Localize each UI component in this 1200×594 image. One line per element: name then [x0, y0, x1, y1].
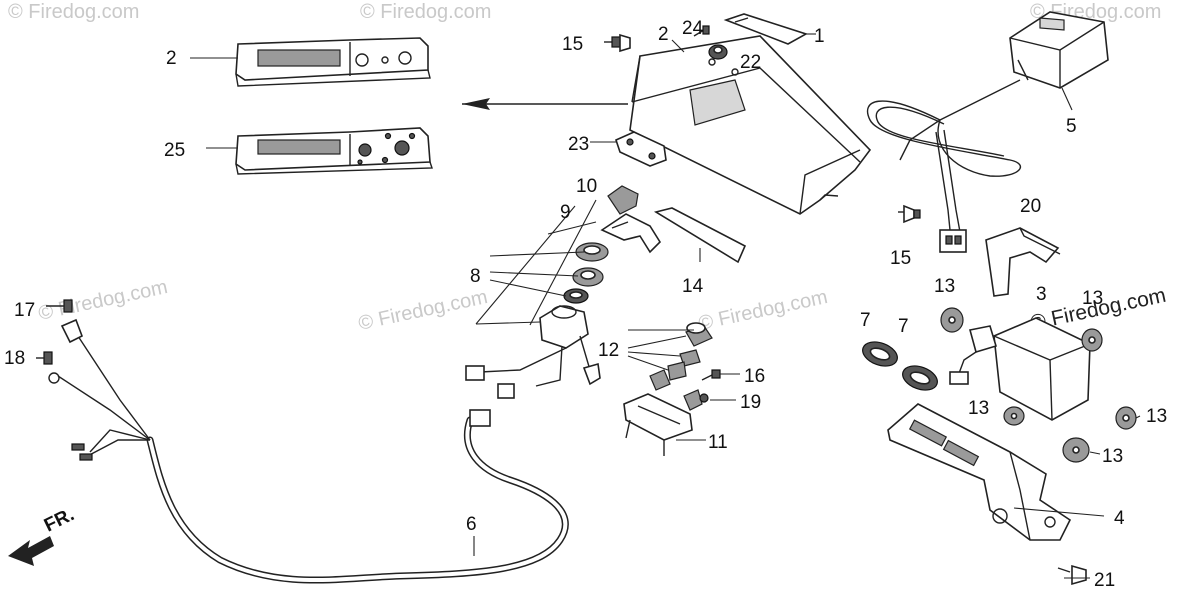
strip-part-14 [653, 207, 747, 264]
callout-part-6: 6 [466, 514, 477, 535]
damper-part-13-b [1081, 328, 1103, 352]
callout-part-13-a: 13 [934, 276, 955, 297]
callout-part-15-top: 15 [562, 34, 583, 55]
grommet-part-7-b [902, 365, 938, 391]
grommet-part-22 [708, 44, 728, 60]
leader-group-12 [627, 329, 694, 371]
cushion-part-12-a [685, 322, 713, 347]
callout-part-4: 4 [1114, 508, 1125, 529]
callout-part-24: 24 [682, 18, 704, 39]
callout-part-14: 14 [682, 276, 704, 297]
callout-part-19: 19 [740, 392, 761, 413]
callout-part-20: 20 [1020, 196, 1041, 217]
ignition-switch-body [465, 305, 601, 399]
callout-leaders [190, 39, 1141, 579]
callout-part-17: 17 [14, 300, 35, 321]
direction-arrow-icon [462, 98, 628, 110]
callout-part-13-d: 13 [1146, 406, 1167, 427]
callout-part-7-b: 7 [898, 316, 909, 337]
callout-part-2-housing: 2 [658, 24, 669, 45]
callout-part-18: 18 [4, 348, 25, 369]
unit-part-3 [949, 317, 1091, 421]
tray-bracket-part-4 [887, 403, 1072, 541]
washer-part-19 [699, 393, 709, 403]
damper-part-13-e [1062, 437, 1090, 463]
bracket-part-23 [615, 131, 667, 167]
switch-bracket-part-11 [623, 369, 703, 456]
ring-part-8-b [572, 267, 604, 287]
bolt-part-15-top [604, 33, 631, 53]
coiled-cable [866, 100, 1022, 253]
callout-part-23: 23 [568, 134, 589, 155]
meter-housing [629, 35, 872, 215]
callout-part-2-cover: 2 [166, 48, 177, 69]
front-label: FR. [41, 504, 78, 536]
callout-part-10: 10 [576, 176, 597, 197]
callout-part-12: 12 [598, 340, 619, 361]
screw-part-18 [36, 351, 53, 365]
callout-part-13-b: 13 [1082, 288, 1103, 309]
meter-gasket-part-25 [235, 127, 433, 175]
callout-part-13-c: 13 [968, 398, 989, 419]
callout-part-1: 1 [814, 26, 825, 47]
damper-part-13-a [940, 307, 964, 333]
damper-part-13-d [1115, 406, 1137, 430]
callout-part-7-a: 7 [860, 310, 871, 331]
switch-cap-part-10 [607, 185, 639, 215]
ring-part-8-a [575, 242, 609, 262]
ignition-key-part-9 [600, 213, 662, 254]
label-plate-part-1 [723, 13, 816, 45]
cushion-part-12-c [667, 361, 687, 381]
callout-part-9: 9 [560, 202, 571, 223]
leader-group-8-9-10 [475, 199, 597, 326]
screw-part-24 [693, 25, 710, 37]
front-direction-marker: FR. [8, 504, 78, 566]
bolt-part-21 [1057, 564, 1087, 586]
meter-cover-part-2 [235, 37, 431, 87]
watermark: © Firedog.com [36, 276, 169, 325]
wiring-harness-part-6 [48, 318, 569, 584]
bolt-part-15-lower [898, 204, 921, 224]
bolt-part-16 [701, 369, 721, 381]
ring-part-8-c [563, 288, 589, 304]
callout-part-5: 5 [1066, 116, 1077, 137]
grommet-part-7-a [862, 341, 898, 367]
watermark: © Firedog.com [360, 1, 491, 23]
callout-part-13-e: 13 [1102, 446, 1123, 467]
watermark: © Firedog.com [8, 1, 139, 23]
callout-part-8: 8 [470, 266, 481, 287]
watermark: © Firedog.com [696, 286, 829, 335]
callout-part-16: 16 [744, 366, 765, 387]
stay-bracket-part-20 [985, 227, 1061, 297]
callout-part-25: 25 [164, 140, 185, 161]
screw-part-17 [46, 299, 73, 313]
watermark: © Firedog.com [356, 286, 489, 335]
callout-part-22: 22 [740, 52, 761, 73]
callout-part-15-lower: 15 [890, 248, 911, 269]
callout-part-11: 11 [708, 432, 728, 453]
adaptor-part-5 [899, 11, 1109, 161]
callout-part-3: 3 [1036, 284, 1047, 305]
damper-part-13-c [1003, 406, 1025, 426]
callout-part-21: 21 [1094, 570, 1115, 591]
